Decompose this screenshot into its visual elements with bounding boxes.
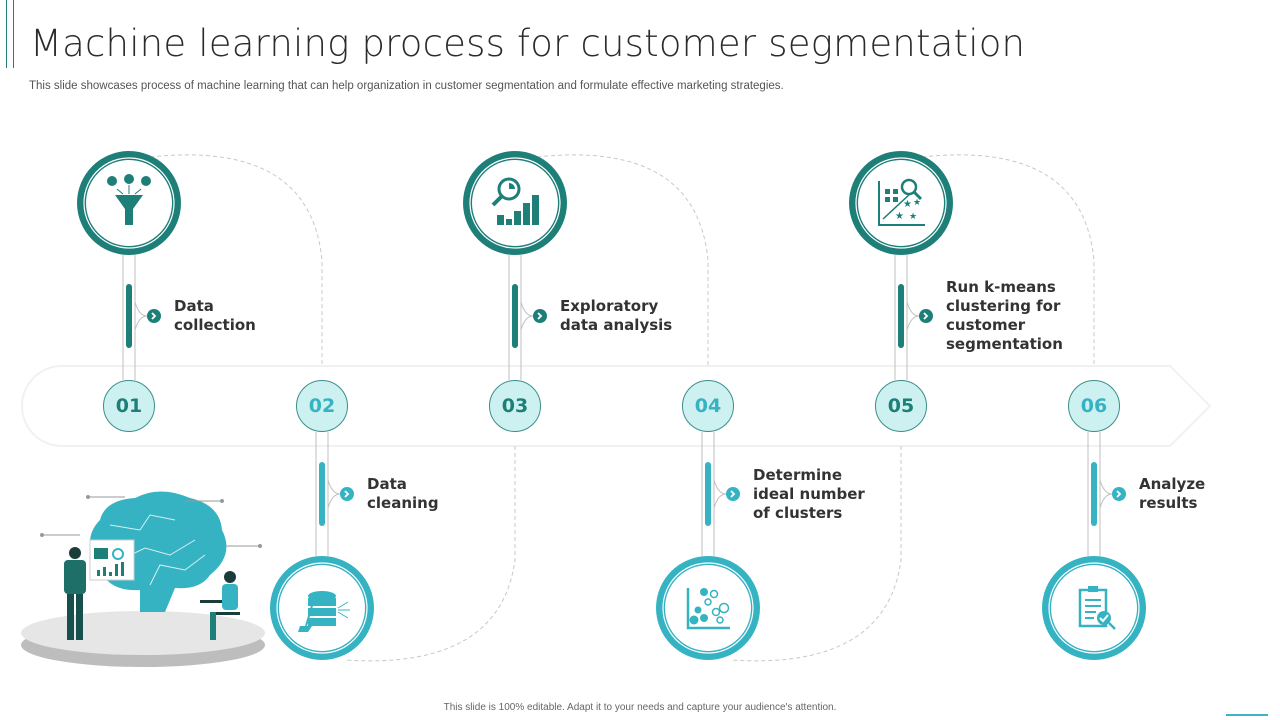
svg-text:★: ★ — [909, 211, 917, 221]
dashed-connectors — [149, 154, 1095, 662]
step-accent-bar — [705, 462, 711, 526]
step-label-line: segmentation — [946, 335, 1063, 353]
dashed-arc-4 — [730, 446, 902, 662]
step-number-badge: 01 — [103, 380, 155, 432]
step-label-line: Exploratory — [560, 297, 659, 315]
step-number-badge: 05 — [875, 380, 927, 432]
brain-network-illustration — [21, 491, 265, 667]
step-number-badge: 06 — [1068, 380, 1120, 432]
step-accent-bar — [126, 284, 132, 348]
step-label-line: Analyze — [1139, 475, 1206, 493]
step-label-line: Run k-means — [946, 278, 1056, 296]
step-label-line: customer — [946, 316, 1026, 334]
step-label-line: data analysis — [560, 316, 673, 334]
kmeans-scatter-icon: ★★★★ — [878, 178, 925, 226]
footer-accent-bar — [1226, 714, 1268, 716]
svg-text:★: ★ — [913, 197, 921, 207]
dashed-arc-3 — [536, 154, 709, 366]
dashed-arc-2 — [344, 446, 516, 662]
step-label-line: collection — [174, 316, 256, 334]
magnifier-chart-icon — [491, 177, 539, 225]
step-label-line: results — [1139, 494, 1198, 512]
funnel-data-icon — [107, 174, 151, 225]
scatter-clusters-icon — [686, 588, 730, 630]
svg-text:★: ★ — [895, 211, 904, 222]
page-subtitle: This slide showcases process of machine … — [29, 80, 784, 92]
step-number-badge: 04 — [682, 380, 734, 432]
dashed-arc-5 — [921, 154, 1095, 366]
footer-note: This slide is 100% editable. Adapt it to… — [443, 702, 837, 713]
step-label-line: cleaning — [367, 494, 439, 512]
step-label-line: Data — [367, 475, 407, 493]
timeline-band — [21, 365, 1212, 447]
step-accent-bar — [898, 284, 904, 348]
decorative-edge-lines — [6, 0, 14, 68]
step-accent-bar — [1091, 462, 1097, 526]
database-cleaning-icon — [298, 591, 350, 632]
step-label-line: clustering for — [946, 297, 1061, 315]
svg-text:★: ★ — [903, 199, 912, 210]
step-label-line: Data — [174, 297, 214, 315]
dashed-arc-1 — [149, 154, 323, 366]
step-label-line: of clusters — [753, 503, 843, 522]
step-label-line: ideal number — [753, 484, 865, 503]
clipboard-check-icon — [1078, 586, 1116, 630]
step-accent-bar — [512, 284, 518, 348]
step-label-line: Determine — [753, 465, 842, 484]
step-number-badge: 02 — [296, 380, 348, 432]
step-number-badge: 03 — [489, 380, 541, 432]
page-title: Machine learning process for customer se… — [30, 22, 1026, 65]
step-accent-bar — [319, 462, 325, 526]
